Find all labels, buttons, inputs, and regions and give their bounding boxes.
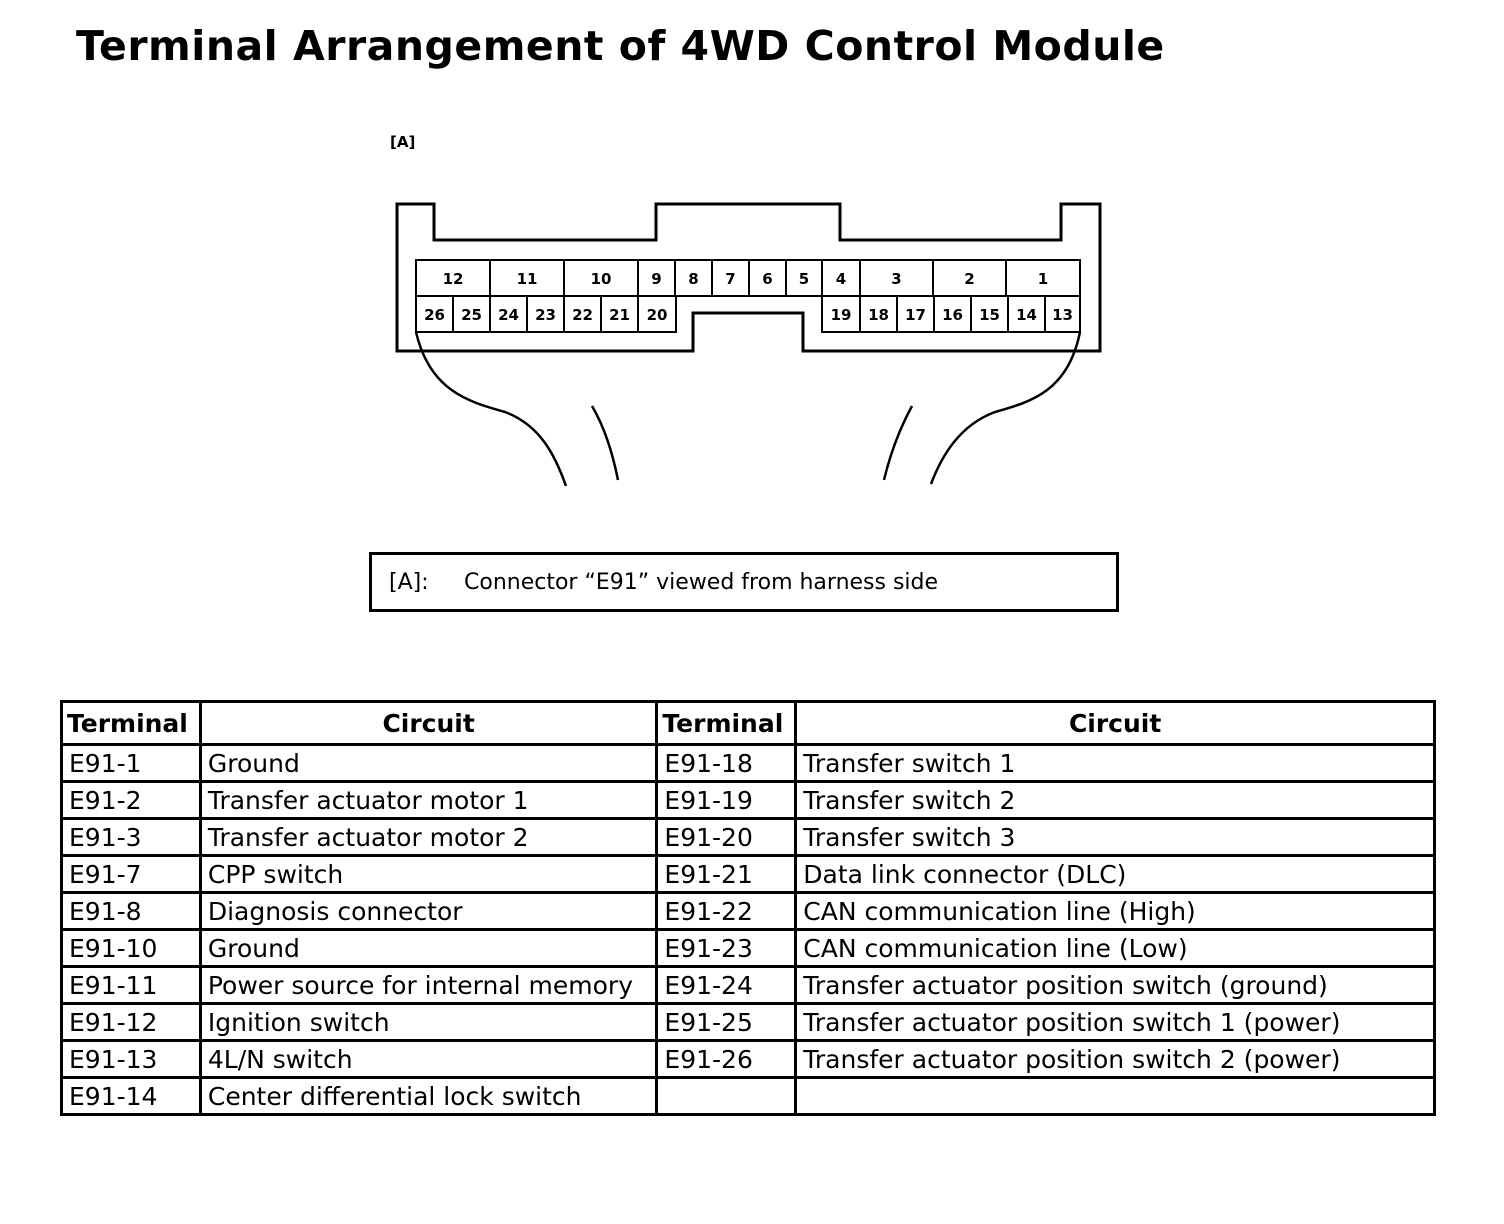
circuit-cell: Transfer actuator position switch 1 (pow…	[794, 1002, 1436, 1042]
circuit-cell: Power source for internal memory	[198, 965, 659, 1005]
pin-number: 3	[891, 270, 901, 288]
circuit-cell: Transfer actuator position switch (groun…	[794, 965, 1436, 1005]
bottom-row-pins: 26 25 24 23 22 21 20 19 18 17 16 15 14 13	[424, 296, 1073, 332]
top-row-pins: 12 11 10 9 8 7 6 5 4 3 2 1	[443, 260, 1048, 296]
pin-number: 13	[1052, 306, 1073, 324]
pin-number: 24	[498, 306, 519, 324]
harness-wire	[882, 405, 914, 481]
terminal-cell	[655, 1076, 798, 1116]
circuit-cell: Transfer actuator position switch 2 (pow…	[794, 1039, 1436, 1079]
pin-number: 8	[688, 270, 698, 288]
pin-number: 10	[591, 270, 612, 288]
view-label: [A]	[390, 133, 415, 151]
bottom-row-left-frame	[415, 295, 677, 333]
pin-number: 16	[942, 306, 963, 324]
terminal-cell: E91-24	[655, 965, 798, 1005]
circuit-cell: Transfer switch 1	[794, 743, 1436, 783]
terminal-cell: E91-2	[60, 780, 202, 820]
terminal-cell: E91-3	[60, 817, 202, 857]
table-header-row: Terminal Circuit Terminal Circuit	[60, 700, 1436, 746]
pin-number: 11	[517, 270, 538, 288]
column-header: Terminal	[655, 700, 798, 746]
circuit-cell: Transfer actuator motor 2	[198, 817, 659, 857]
terminal-cell: E91-20	[655, 817, 798, 857]
pin-number: 2	[964, 270, 974, 288]
circuit-cell: Transfer switch 3	[794, 817, 1436, 857]
terminal-cell: E91-21	[655, 854, 798, 894]
circuit-cell: Center differential lock switch	[198, 1076, 659, 1116]
pin-number: 5	[799, 270, 809, 288]
pin-number: 14	[1016, 306, 1037, 324]
pin-number: 4	[836, 270, 846, 288]
column-header: Circuit	[794, 700, 1436, 746]
pin-number: 15	[979, 306, 1000, 324]
terminal-cell: E91-14	[60, 1076, 202, 1116]
column-header: Terminal	[60, 700, 202, 746]
circuit-cell: Transfer switch 2	[794, 780, 1436, 820]
terminal-cell: E91-12	[60, 1002, 202, 1042]
circuit-cell: Transfer actuator motor 1	[198, 780, 659, 820]
pin-number: 21	[609, 306, 630, 324]
terminal-cell: E91-22	[655, 891, 798, 931]
terminal-cell: E91-13	[60, 1039, 202, 1079]
pin-number: 20	[647, 306, 668, 324]
terminal-cell: E91-25	[655, 1002, 798, 1042]
pin-number: 7	[725, 270, 735, 288]
terminal-cell: E91-7	[60, 854, 202, 894]
pin-number: 18	[868, 306, 889, 324]
terminal-cell: E91-8	[60, 891, 202, 931]
terminal-cell: E91-18	[655, 743, 798, 783]
pin-number: 9	[651, 270, 661, 288]
terminal-cell: E91-23	[655, 928, 798, 968]
connector-housing	[395, 202, 1102, 353]
harness-wire	[414, 331, 568, 487]
harness-wire	[929, 331, 1082, 485]
circuit-cell	[794, 1076, 1436, 1116]
circuit-cell: CPP switch	[198, 854, 659, 894]
terminal-cell: E91-19	[655, 780, 798, 820]
caption-ref: [A]:	[389, 569, 429, 595]
terminal-cell: E91-10	[60, 928, 202, 968]
caption-text: Connector “E91” viewed from harness side	[464, 569, 939, 595]
pin-number: 12	[443, 270, 464, 288]
circuit-cell: Data link connector (DLC)	[794, 854, 1436, 894]
terminal-cell: E91-26	[655, 1039, 798, 1079]
harness-wire	[590, 405, 620, 481]
circuit-cell: Ground	[198, 743, 659, 783]
pin-number: 23	[535, 306, 556, 324]
pin-number: 17	[905, 306, 926, 324]
pin-number: 1	[1038, 270, 1048, 288]
pin-number: 19	[831, 306, 852, 324]
column-header: Circuit	[198, 700, 659, 746]
terminal-cell: E91-11	[60, 965, 202, 1005]
circuit-cell: CAN communication line (High)	[794, 891, 1436, 931]
circuit-cell: CAN communication line (Low)	[794, 928, 1436, 968]
circuit-cell: Ignition switch	[198, 1002, 659, 1042]
terminal-cell: E91-1	[60, 743, 202, 783]
pin-number: 22	[572, 306, 593, 324]
circuit-cell: 4L/N switch	[198, 1039, 659, 1079]
pin-number: 6	[762, 270, 772, 288]
pin-number: 25	[461, 306, 482, 324]
circuit-cell: Diagnosis connector	[198, 891, 659, 931]
caption-box: [A]: Connector “E91” viewed from harness…	[369, 552, 1119, 612]
pin-number: 26	[424, 306, 445, 324]
circuit-cell: Ground	[198, 928, 659, 968]
page-title: Terminal Arrangement of 4WD Control Modu…	[76, 22, 1165, 70]
